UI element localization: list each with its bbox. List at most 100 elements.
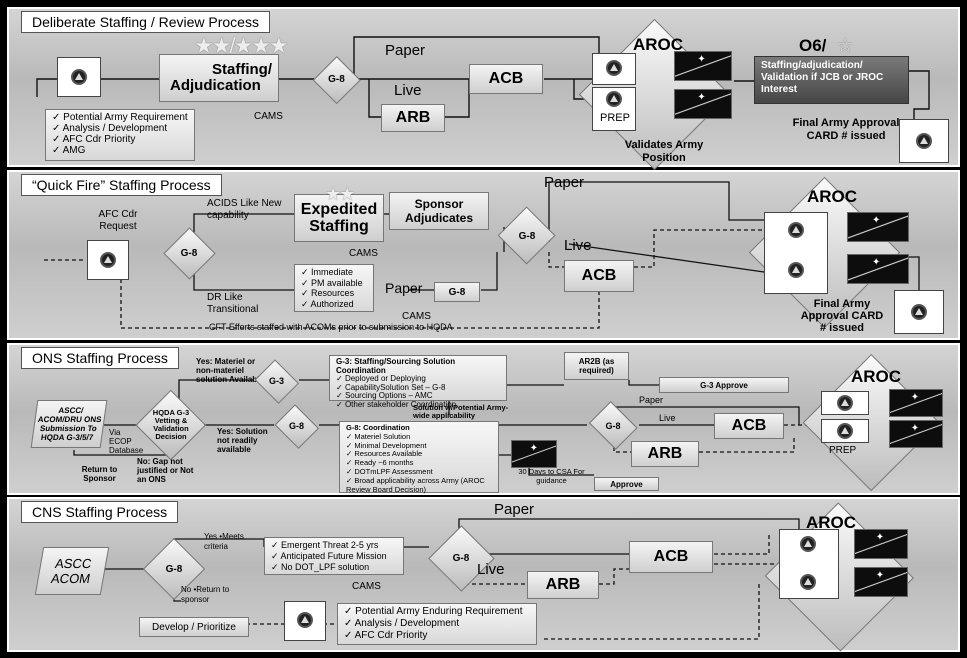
flag-icon [847, 254, 909, 284]
validates-label: Validates Army Position [624, 139, 704, 164]
arb-label: ARB [647, 445, 683, 462]
army-emblem-icon [800, 574, 816, 590]
aroc-label: AROC [633, 35, 684, 54]
approve-box: Approve [594, 477, 659, 491]
acids-label: ACIDS Like New capability [207, 198, 282, 221]
cns-panel: CNS Staffing Process ASCC ACOM G-8 Yes •… [7, 497, 960, 652]
via-ecop-label: Via ECOP Database [109, 428, 144, 455]
paper-label: Paper [385, 42, 426, 59]
g8-coordination-box: G-8: Coordination Materiel Solution Mini… [339, 421, 499, 493]
army-emblem-icon [71, 69, 87, 85]
dr-like-label: DR Like Transitional [207, 292, 259, 315]
deliberate-panel: Deliberate Staffing / Review Process Pot… [7, 7, 960, 167]
list-item: Resources [301, 288, 367, 299]
live-label: Live [659, 413, 676, 423]
army-emblem-icon [100, 252, 116, 268]
list-item: Analysis / Development [344, 618, 530, 630]
g8-diamond: G-8 [274, 407, 319, 445]
flag-icon [674, 89, 732, 119]
star-icon: ☆ [836, 35, 854, 57]
final-approval-label: Final Army Approval CARD # issued [800, 298, 884, 334]
develop-label: Develop / Prioritize [152, 621, 236, 633]
flag-icon [854, 529, 908, 559]
g8-label: G-8 [165, 563, 183, 575]
g3-coordination-box: G-3: Staffing/Sourcing Solution Coordina… [329, 355, 507, 408]
g8-small-box: G-8 [434, 282, 480, 302]
expedited-label: Expedited Staffing [300, 201, 378, 235]
yes-materiel-label: Yes: Materiel or non-materiel solution A… [196, 357, 264, 384]
list-item: Potential Army Requirement [52, 112, 188, 123]
g8-diamond: G-8 [164, 228, 214, 278]
g8-label: G-8 [605, 421, 621, 431]
army-emblem-icon [606, 60, 622, 76]
list-item: No DOT_LPF solution [271, 562, 397, 573]
aroc-label: AROC [807, 187, 858, 206]
no-gap-label: No: Gap not justified or Not an ONS [137, 457, 194, 484]
g3-label: G-3 [268, 376, 284, 386]
list-item: AFC Cdr Priority [344, 630, 530, 642]
list-item: PM available [301, 278, 367, 289]
list-item: Deployed or Deploying [336, 374, 500, 384]
staffing-label: Staffing/ [212, 61, 272, 78]
list-item: AFC Cdr Priority [52, 134, 188, 145]
acb-box: ACB [629, 541, 713, 573]
list-item: Anticipated Future Mission [271, 551, 397, 562]
aroc-label: AROC [851, 367, 902, 386]
yes-label: Yes •Meets criteria [204, 532, 244, 551]
cams-label: CAMS [254, 111, 283, 122]
army-emblem-icon [916, 133, 932, 149]
hqda-diamond: HQDA G-3 Vetting & Validation Decision [137, 391, 205, 459]
quickfire-title: “Quick Fire” Staffing Process [21, 174, 222, 196]
sponsor-label: Sponsor Adjudicates [404, 197, 473, 225]
cams-label: CAMS [352, 581, 381, 592]
staffing-adjudication-box: Staffing/ Adjudication [159, 54, 279, 102]
stars-icon: ★★ [325, 184, 355, 204]
ascc-label: ASCC/ ACOM/DRU ONS Submission To HQDA G-… [37, 406, 103, 442]
list-item: Resources Available [346, 450, 492, 459]
flag-icon [511, 440, 557, 468]
o6-staffing-box: Staffing/adjudication/ Validation if JCB… [754, 56, 909, 104]
requirement-list: Potential Army Requirement Analysis / De… [45, 109, 195, 161]
o6-label: O6/ [799, 36, 827, 55]
solution-w-label: Solution w/Potential Army-wide applicabi… [413, 403, 509, 420]
army-emblem-icon [788, 262, 804, 278]
deliberate-title: Deliberate Staffing / Review Process [21, 11, 270, 33]
ar2b-label: AR2B (as required) [578, 357, 615, 375]
cft-note: CFT Efforts staffed with ACOMs prior to … [209, 322, 453, 332]
list-item: Broad applicability across Army (AROC Re… [346, 476, 492, 495]
flag-icon [889, 420, 943, 448]
list-item: Authorized [301, 299, 367, 310]
acb-box: ACB [714, 413, 784, 439]
paper-label: Paper [385, 280, 423, 296]
paper-label: Paper [639, 395, 664, 405]
ascc-acom-box: ASCC ACOM [34, 547, 110, 595]
prep-label: PREP [600, 112, 630, 124]
cams-label: CAMS [402, 311, 431, 322]
stars-icon: ★★/★★★ [194, 33, 289, 58]
afc-request-label: AFC Cdr Request [98, 209, 138, 232]
prep-label: PREP [829, 445, 857, 456]
ar2b-box: AR2B (as required) [564, 352, 629, 380]
arb-box: ARB [631, 441, 699, 467]
g8-label: G-8 [452, 552, 470, 564]
list-item: Potential Army Enduring Requirement [344, 606, 530, 618]
g8-label: G-8 [518, 230, 536, 242]
army-emblem-icon [788, 222, 804, 238]
acb-label: ACB [731, 417, 767, 434]
list-item: Immediate [301, 267, 367, 278]
flag-icon [889, 389, 943, 417]
live-label: Live [564, 237, 592, 254]
army-emblem-icon [800, 536, 816, 552]
cams-label: CAMS [349, 248, 378, 259]
list-item: Analysis / Development [52, 123, 188, 134]
arb-box: ARB [527, 571, 599, 599]
no-label: No •Return to sponsor [181, 585, 230, 604]
adjudication-label: Adjudication [170, 77, 261, 94]
g8-label: G-8 [288, 421, 304, 431]
g8-diamond: G-8 [144, 539, 204, 599]
g8-diamond: G-8 [499, 208, 555, 264]
cns-criteria-list: Emergent Threat 2-5 yrs Anticipated Futu… [264, 537, 404, 575]
list-item: Materiel Solution [346, 432, 492, 442]
paper-label: Paper [494, 501, 535, 518]
live-label: Live [394, 82, 422, 99]
